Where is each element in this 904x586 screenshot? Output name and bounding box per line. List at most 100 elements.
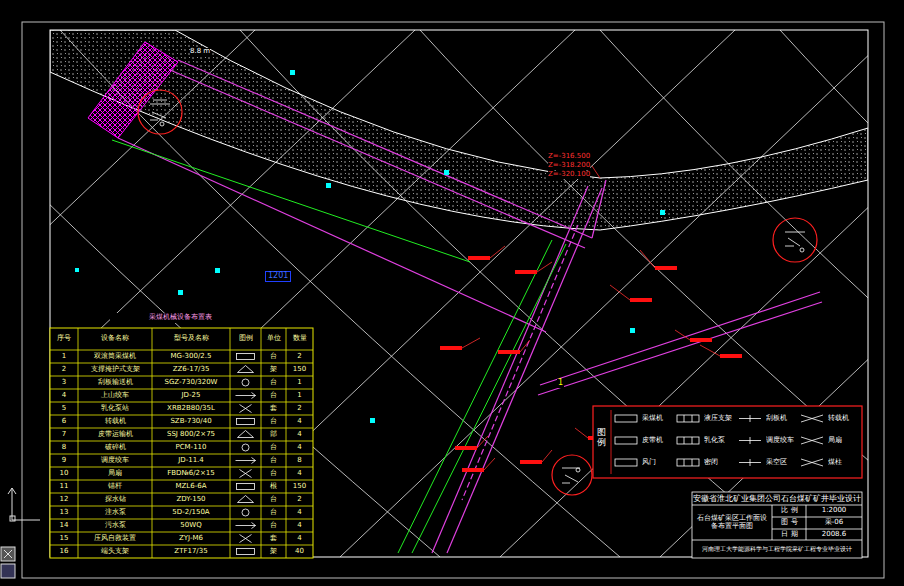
title-text: 采-06 — [807, 517, 861, 529]
symbol-line — [152, 328, 153, 558]
table-cell: 4 — [286, 467, 313, 480]
table-header: 单位 — [261, 328, 286, 350]
table-header: 型号及名称 — [152, 328, 230, 350]
face-number: 1201 — [265, 271, 291, 282]
table-cell: 调度绞车 — [78, 454, 152, 467]
table-cell: 16 — [50, 545, 78, 558]
title-text: 图 号 — [773, 517, 806, 529]
table-cell: 台 — [261, 415, 286, 428]
symbol-line — [240, 535, 252, 543]
table-cell: 套 — [261, 402, 286, 415]
symbol-line — [50, 493, 313, 494]
table-cell: 台 — [261, 493, 286, 506]
table-cell: 150 — [286, 363, 313, 376]
symbol-line — [230, 328, 231, 558]
symbol-line — [78, 328, 79, 558]
table-cell: SZB-730/40 — [152, 415, 230, 428]
symbol-line — [50, 402, 313, 403]
equipment-table — [50, 328, 313, 558]
table-cell: ZYJ-M6 — [152, 532, 230, 545]
legend-text: 采煤机 — [642, 414, 675, 424]
symbol-line — [50, 454, 313, 455]
symbol-line — [50, 480, 313, 481]
legend-text: 调度绞车 — [766, 436, 799, 446]
symbol-line — [684, 459, 692, 466]
title-text: 2008.6 — [807, 529, 861, 540]
symbol-line — [50, 389, 313, 390]
table-cell: 台 — [261, 519, 286, 532]
table-cell: 4 — [286, 506, 313, 519]
elevation: Z=-320.100 — [548, 171, 590, 179]
symbol-line — [236, 523, 256, 529]
table-cell: 7 — [50, 428, 78, 441]
legend-box — [593, 406, 862, 478]
table-cell: 10 — [50, 467, 78, 480]
symbol-line — [684, 415, 692, 422]
table-cell: ZTF17/35 — [152, 545, 230, 558]
table-cell: 4 — [286, 441, 313, 454]
symbol-line — [236, 393, 256, 399]
symbol-line — [739, 459, 761, 466]
table-cell: ZDY-150 — [152, 493, 230, 506]
symbol-shape — [615, 437, 637, 444]
legend-text: 皮带机 — [642, 436, 675, 446]
table-cell: 40 — [286, 545, 313, 558]
legend-text: 局扇 — [828, 436, 861, 446]
table-cell: 台 — [261, 454, 286, 467]
symbol-line — [50, 532, 313, 533]
table-cell: 4 — [50, 389, 78, 402]
table-cell: 根 — [261, 480, 286, 493]
elevation: Z=-318.200 — [548, 162, 590, 170]
table-cell: 4 — [286, 519, 313, 532]
table-cell: 2 — [286, 350, 313, 363]
table-cell: 台 — [261, 506, 286, 519]
symbol-shape — [237, 484, 255, 490]
table-cell: 套 — [261, 532, 286, 545]
symbol-shape — [242, 379, 249, 386]
drawing-area — [50, 30, 868, 557]
table-cell: 5D-2/150A — [152, 506, 230, 519]
table-header: 数量 — [286, 328, 313, 350]
table-cell: 台 — [261, 467, 286, 480]
symbol-shape — [242, 509, 249, 516]
table-cell: 转载机 — [78, 415, 152, 428]
table-cell: 皮带运输机 — [78, 428, 152, 441]
table-header: 设备名称 — [78, 328, 152, 350]
legend-text: 转载机 — [828, 414, 861, 424]
title-text: 日 期 — [773, 529, 806, 540]
symbol-line — [684, 437, 692, 444]
inner-frame — [50, 30, 868, 557]
symbol-line — [801, 459, 823, 466]
symbol-line — [50, 350, 313, 351]
table-cell: 乳化泵站 — [78, 402, 152, 415]
callout-number: 1 — [557, 379, 564, 388]
symbol-line — [238, 431, 254, 438]
table-header: 图例 — [230, 328, 261, 350]
table-cell: SSJ 800/2×75 — [152, 428, 230, 441]
title-block: 安徽省淮北矿业集团公司石台煤矿矿井毕业设计石台煤矿采区工作面设备布置平面图比 例… — [692, 492, 862, 558]
table-cell: 刮板输送机 — [78, 376, 152, 389]
table-cell: 1 — [286, 389, 313, 402]
table-cell: 50WQ — [152, 519, 230, 532]
table-cell: 破碎机 — [78, 441, 152, 454]
symbol-line — [50, 467, 313, 468]
table-cell: 14 — [50, 519, 78, 532]
table-cell: 上山绞车 — [78, 389, 152, 402]
title-text: 石台煤矿采区工作面设备布置平面图 — [694, 506, 770, 539]
legend-heading: 图例 — [597, 428, 606, 448]
table-cell: 15 — [50, 532, 78, 545]
table-header: 序号 — [50, 328, 78, 350]
table-cell: 探水钻 — [78, 493, 152, 506]
symbol-shape — [237, 549, 255, 555]
table-cell: 13 — [50, 506, 78, 519]
symbol-line — [286, 328, 287, 558]
table-cell: 2 — [50, 363, 78, 376]
table-cell: 150 — [286, 480, 313, 493]
table-cell: FBD№6/2×15 — [152, 467, 230, 480]
cad-ui-icons — [1, 488, 40, 578]
symbol-line — [801, 415, 823, 422]
table-cell: 台 — [261, 350, 286, 363]
outer-frame — [22, 22, 884, 578]
table-cell: 台 — [261, 376, 286, 389]
table-cell: 2 — [286, 493, 313, 506]
